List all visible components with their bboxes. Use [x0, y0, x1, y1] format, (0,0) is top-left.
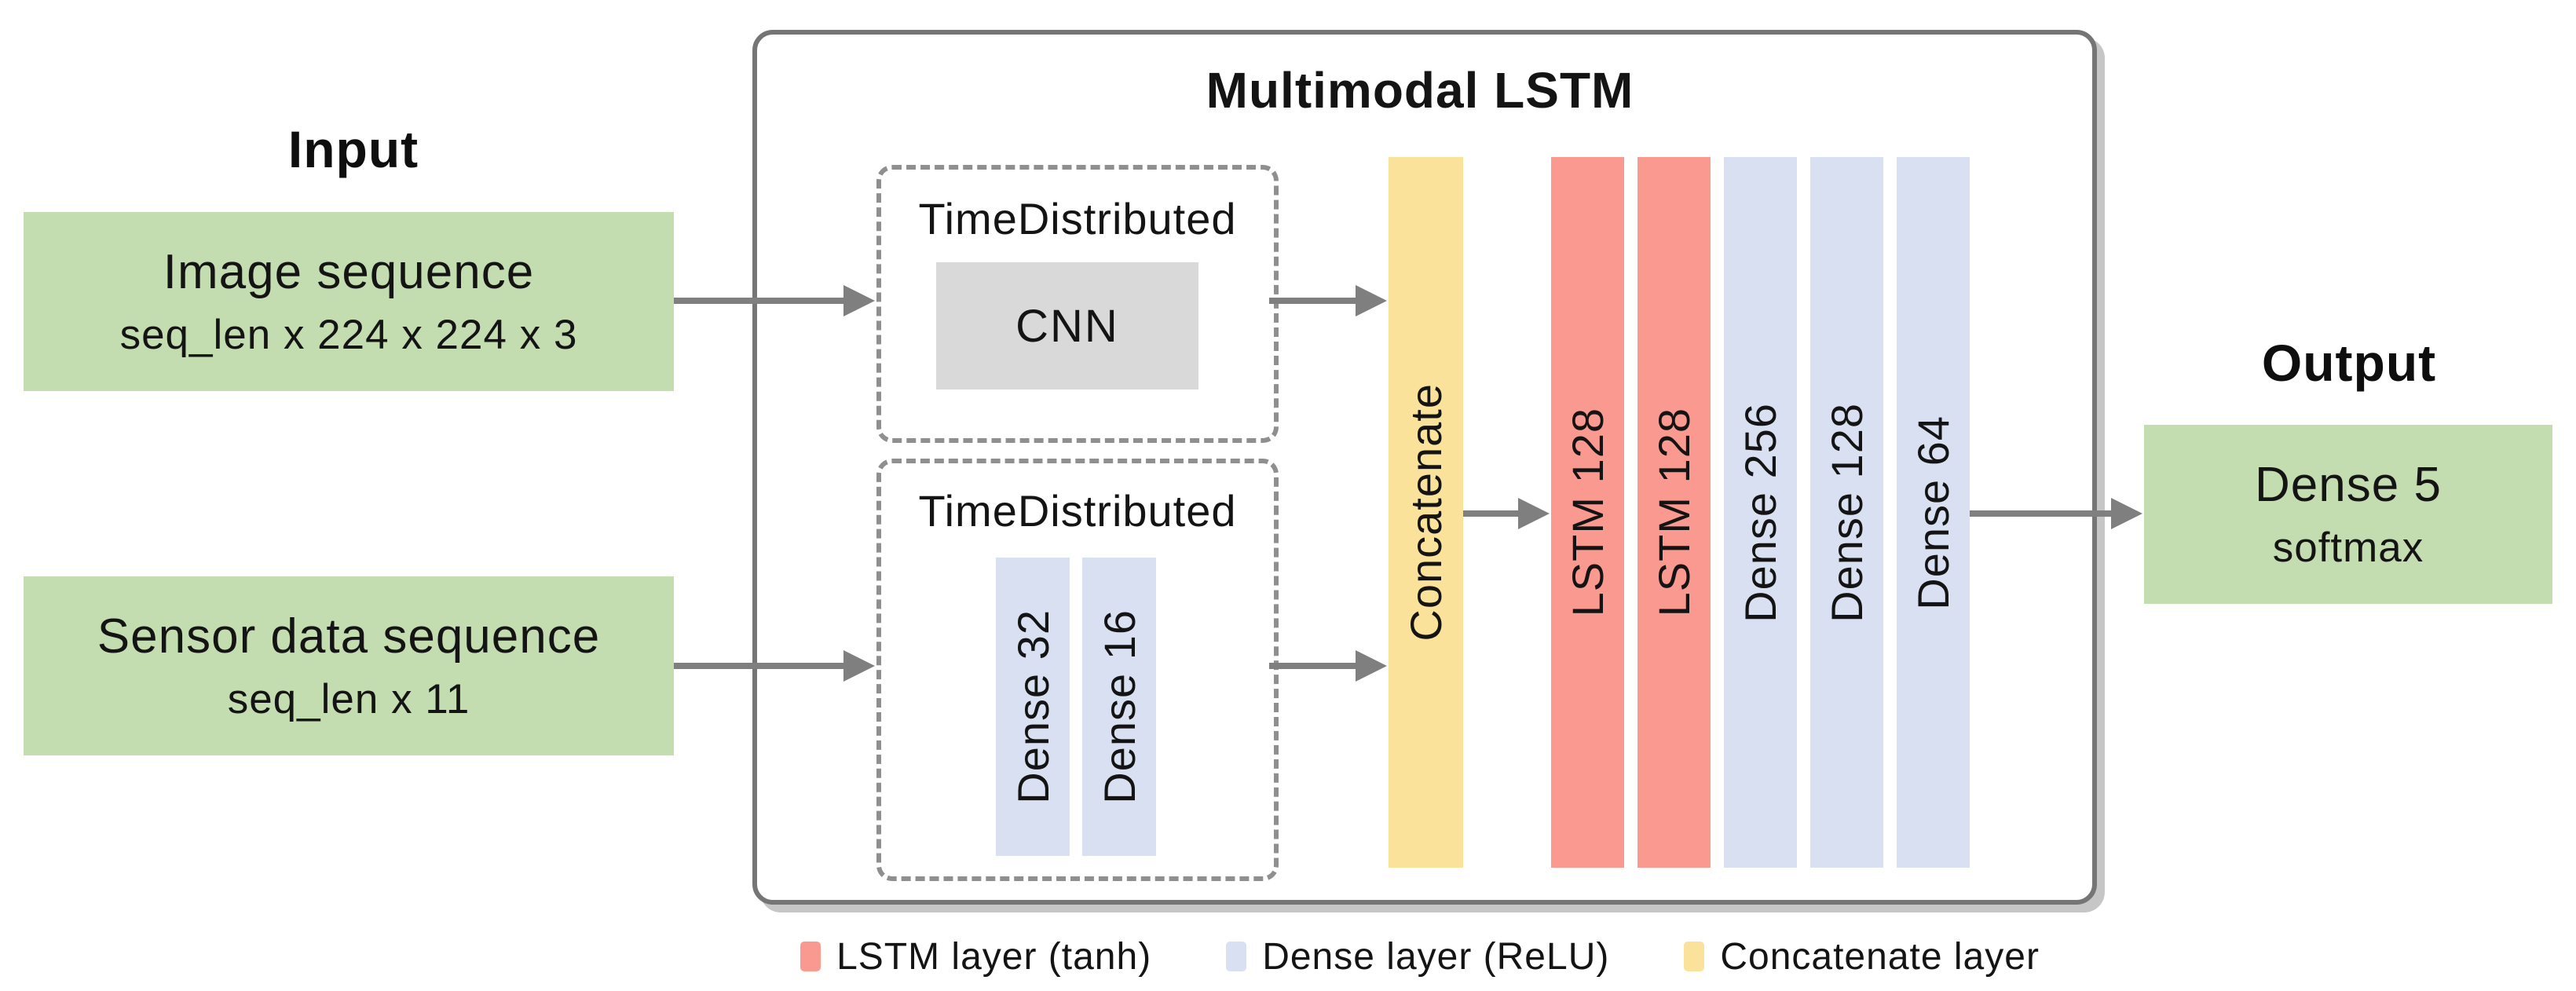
- legend-label-concatenate: Concatenate layer: [1720, 935, 2040, 978]
- arrow-dense64-to-output: [1970, 510, 2113, 517]
- dense-32-bar: Dense 32: [996, 558, 1070, 856]
- output-box-dense5: Dense 5 softmax: [2144, 425, 2552, 604]
- input-box-sensor-title: Sensor data sequence: [97, 609, 601, 664]
- lstm-128-label-1: LSTM 128: [1563, 408, 1612, 617]
- dense-64-label: Dense 64: [1908, 415, 1958, 610]
- dense-128-bar: Dense 128: [1810, 157, 1883, 868]
- time-distributed-dense-label: TimeDistributed: [918, 486, 1237, 536]
- cnn-box: CNN: [936, 262, 1198, 389]
- dense-256-label: Dense 256: [1736, 402, 1785, 623]
- arrow-dense-to-concatenate: [1269, 663, 1357, 669]
- dense-32-label: Dense 32: [1008, 609, 1058, 804]
- legend-item-dense: Dense layer (ReLU): [1226, 935, 1609, 978]
- concatenate-legend-swatch-icon: [1684, 942, 1705, 971]
- output-heading: Output: [2261, 334, 2437, 392]
- time-distributed-cnn-label: TimeDistributed: [918, 194, 1237, 243]
- legend-label-dense: Dense layer (ReLU): [1262, 935, 1610, 978]
- input-box-image-sequence: Image sequence seq_len x 224 x 224 x 3: [24, 212, 674, 391]
- input-box-image-shape: seq_len x 224 x 224 x 3: [119, 312, 578, 358]
- legend: LSTM layer (tanh) Dense layer (ReLU) Con…: [752, 931, 2088, 982]
- input-heading: Input: [287, 120, 419, 178]
- dense-16-bar: Dense 16: [1082, 558, 1156, 856]
- dense-16-label: Dense 16: [1094, 609, 1144, 804]
- time-distributed-dense-box: TimeDistributed Dense 32 Dense 16: [876, 459, 1279, 881]
- lstm-legend-swatch-icon: [800, 942, 821, 971]
- legend-item-concatenate: Concatenate layer: [1684, 935, 2040, 978]
- model-title: Multimodal LSTM: [1206, 62, 1634, 119]
- output-box-title: Dense 5: [2255, 458, 2442, 512]
- dense-legend-swatch-icon: [1226, 942, 1247, 971]
- dense-256-bar: Dense 256: [1724, 157, 1797, 868]
- time-distributed-cnn-box: TimeDistributed CNN: [876, 165, 1279, 443]
- lstm-128-bar-2: LSTM 128: [1637, 157, 1711, 868]
- output-box-activation: softmax: [2272, 525, 2424, 571]
- lstm-128-bar-1: LSTM 128: [1551, 157, 1624, 868]
- cnn-label: CNN: [1015, 300, 1119, 352]
- concatenate-bar: Concatenate: [1389, 157, 1463, 868]
- legend-item-lstm: LSTM layer (tanh): [800, 935, 1151, 978]
- legend-label-lstm: LSTM layer (tanh): [836, 935, 1152, 978]
- dense-64-bar: Dense 64: [1897, 157, 1970, 868]
- dense-128-label: Dense 128: [1822, 402, 1872, 623]
- arrow-cnn-to-concatenate: [1269, 298, 1357, 304]
- input-box-sensor-shape: seq_len x 11: [227, 676, 470, 722]
- arrow-image-to-cnn: [674, 298, 845, 304]
- arrow-concatenate-to-lstm: [1463, 510, 1520, 517]
- concatenate-label: Concatenate: [1401, 383, 1451, 642]
- arrow-sensor-to-dense: [674, 663, 845, 669]
- lstm-128-label-2: LSTM 128: [1649, 408, 1699, 617]
- input-box-image-title: Image sequence: [163, 245, 535, 299]
- input-box-sensor-sequence: Sensor data sequence seq_len x 11: [24, 576, 674, 755]
